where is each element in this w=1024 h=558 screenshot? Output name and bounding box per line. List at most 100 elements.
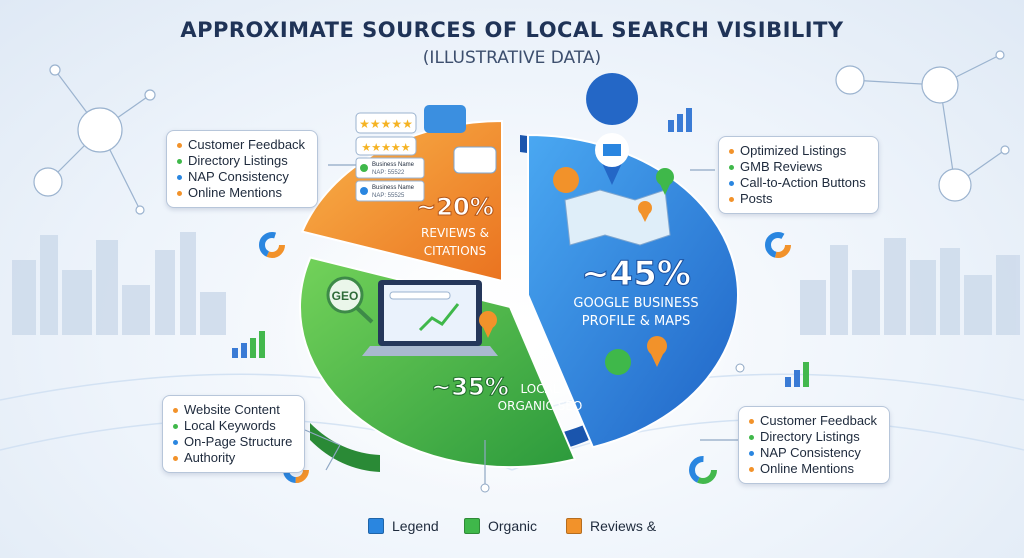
location-pin-icon — [638, 201, 652, 222]
bar-chart-icon — [232, 331, 265, 358]
callout-item: Authority — [173, 450, 292, 466]
legend-label: Reviews & — [590, 518, 657, 534]
callout-item: Directory Listings — [177, 153, 305, 169]
legend-item: Legend — [368, 518, 439, 534]
slice-percent-label: ~35% — [431, 373, 509, 401]
callout-item-label: Optimized Listings — [740, 143, 847, 158]
bar-chart-icon — [668, 108, 692, 132]
review-stars-card: ★★★★★ ★★★★★ — [355, 112, 417, 156]
callout-item: NAP Consistency — [177, 169, 305, 185]
bullet-icon — [173, 440, 178, 446]
legend-item: Reviews & — [566, 518, 656, 534]
callout-item-label: Directory Listings — [760, 429, 860, 444]
pie-depth — [310, 135, 696, 472]
skyline-left — [12, 232, 226, 335]
svg-text:★★★★★: ★★★★★ — [359, 117, 413, 131]
chat-bubble-icon — [424, 105, 497, 174]
callout-item-label: GMB Reviews — [740, 159, 823, 174]
callout-item-label: Authority — [184, 450, 236, 465]
svg-text:★★★★★: ★★★★★ — [361, 141, 410, 154]
legend-label: Legend — [392, 518, 439, 534]
callout-item: Optimized Listings — [729, 143, 866, 159]
callout-item-label: Website Content — [184, 402, 280, 417]
slice-name-label: CITATIONS — [424, 244, 487, 258]
bullet-icon — [173, 456, 178, 462]
chart-title: APPROXIMATE SOURCES OF LOCAL SEARCH VISI… — [180, 18, 844, 42]
slice-name-label: REVIEWS & — [421, 226, 489, 240]
slice-percent-label: ~45% — [581, 254, 691, 294]
bullet-icon — [749, 451, 754, 457]
callout-item-label: Online Mentions — [760, 461, 854, 476]
bullet-icon — [729, 165, 734, 171]
callout-item-label: Directory Listings — [188, 153, 288, 168]
donut-icon — [689, 456, 717, 484]
laptop-icon — [362, 280, 498, 356]
callout-item: Posts — [729, 191, 866, 207]
legend-swatch — [464, 518, 480, 534]
bullet-icon — [729, 181, 734, 187]
callout-item-label: Customer Feedback — [188, 137, 306, 152]
callout-item: On-Page Structure — [173, 434, 292, 450]
slice-name-label: GOOGLE BUSINESS — [573, 296, 698, 311]
phone-icon — [605, 349, 631, 375]
callout-item-label: NAP Consistency — [188, 169, 289, 184]
bullet-icon — [749, 467, 754, 473]
slice-name-label: ORGANIC SEO — [498, 399, 583, 413]
network-graph-right — [835, 50, 1010, 202]
bullet-icon — [749, 435, 754, 441]
bullet-icon — [173, 408, 178, 414]
callout-item-label: Online Mentions — [188, 185, 282, 200]
callout-item-label: NAP Consistency — [760, 445, 861, 460]
callout-connectors — [304, 164, 738, 488]
callout-item-label: Customer Feedback — [760, 413, 878, 428]
callout-item: Website Content — [173, 402, 292, 418]
donut-icon — [765, 232, 791, 258]
callout-item-label: On-Page Structure — [184, 434, 293, 449]
callout-item: Online Mentions — [177, 185, 305, 201]
pie-slice-local-organic-seo — [299, 256, 577, 468]
phone-icon — [553, 167, 579, 193]
callout-item: Call-to-Action Buttons — [729, 175, 866, 191]
callout-item-label: Call-to-Action Buttons — [740, 175, 866, 190]
bullet-icon — [729, 197, 734, 203]
business-card-detail: NAP: 55525 — [372, 193, 405, 199]
bullet-icon — [729, 149, 734, 155]
business-card-name: Business Name — [372, 162, 415, 168]
callout-item-label: Posts — [740, 191, 773, 206]
callout-item: NAP Consistency — [749, 445, 877, 461]
callout-item: Customer Feedback — [177, 137, 305, 153]
callout-item-label: Local Keywords — [184, 418, 276, 433]
business-card-detail: NAP: 55522 — [372, 170, 405, 176]
callout-item: Directory Listings — [749, 429, 877, 445]
location-pin-icon — [479, 311, 497, 338]
bullet-icon — [177, 159, 182, 165]
legend-label: Organic — [488, 518, 538, 534]
legend-swatch — [566, 518, 582, 534]
skyline-right — [800, 238, 1020, 335]
bullet-icon — [749, 419, 754, 425]
magnifier-icon: GEO — [326, 276, 374, 324]
business-cards: Business Name NAP: 55522 Business Name N… — [355, 157, 425, 202]
donut-icon — [259, 232, 285, 258]
bullet-icon — [177, 175, 182, 181]
legend-item: Organic — [464, 518, 537, 534]
slice-name-label: PROFILE & MAPS — [582, 314, 690, 329]
business-card-name: Business Name — [372, 185, 415, 191]
network-graph-left — [33, 64, 156, 215]
location-pin-icon — [656, 168, 674, 195]
callout-item: Online Mentions — [749, 461, 877, 477]
bullet-icon — [177, 191, 182, 197]
bullet-icon — [173, 424, 178, 430]
location-pin-icon — [647, 336, 667, 367]
slice-name-label: LOCAL — [521, 382, 560, 396]
chart-subtitle: (ILLUSTRATIVE DATA) — [422, 48, 602, 68]
bar-chart-icon — [785, 362, 809, 387]
seo-badge-text: GEO — [332, 289, 359, 303]
callout-item: GMB Reviews — [729, 159, 866, 175]
slice-percent-label: ~20% — [416, 193, 494, 221]
chart-legend: Legend Organic Reviews & — [360, 518, 680, 540]
